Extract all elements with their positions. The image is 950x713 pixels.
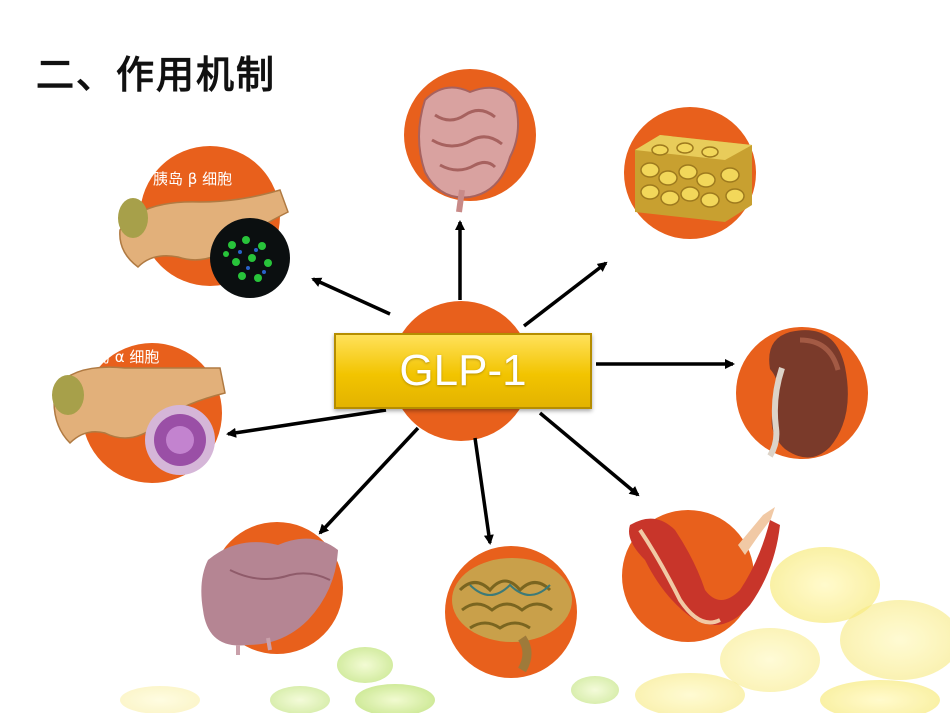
kidney-icon [736, 327, 868, 459]
brain-icon [445, 546, 577, 678]
intestine-icon [404, 69, 536, 213]
page-title: 二、作用机制 [36, 53, 277, 97]
adipose-tissue-icon [624, 107, 756, 239]
arrow-to-brain [473, 437, 494, 545]
beta-cell-label: 胰岛 β 细胞 [153, 170, 232, 188]
background-leaves [120, 547, 950, 713]
arrow-to-beta-cell [311, 277, 391, 316]
muscle-arm-icon [622, 507, 780, 642]
arrow-to-alpha-cell [226, 408, 387, 438]
glp1-label-box: GLP-1 [334, 333, 592, 409]
arrow-to-liver [318, 426, 420, 535]
arrow-to-adipose [522, 261, 608, 328]
alpha-cell-label: 胰岛 α 细胞 [80, 348, 159, 366]
arrow-to-muscle [538, 411, 640, 497]
pancreas-beta-cell-icon [118, 146, 290, 298]
glp1-label: GLP-1 [399, 346, 527, 395]
pancreas-alpha-cell-icon [52, 343, 226, 483]
arrows [226, 220, 735, 545]
liver-icon [201, 522, 343, 655]
